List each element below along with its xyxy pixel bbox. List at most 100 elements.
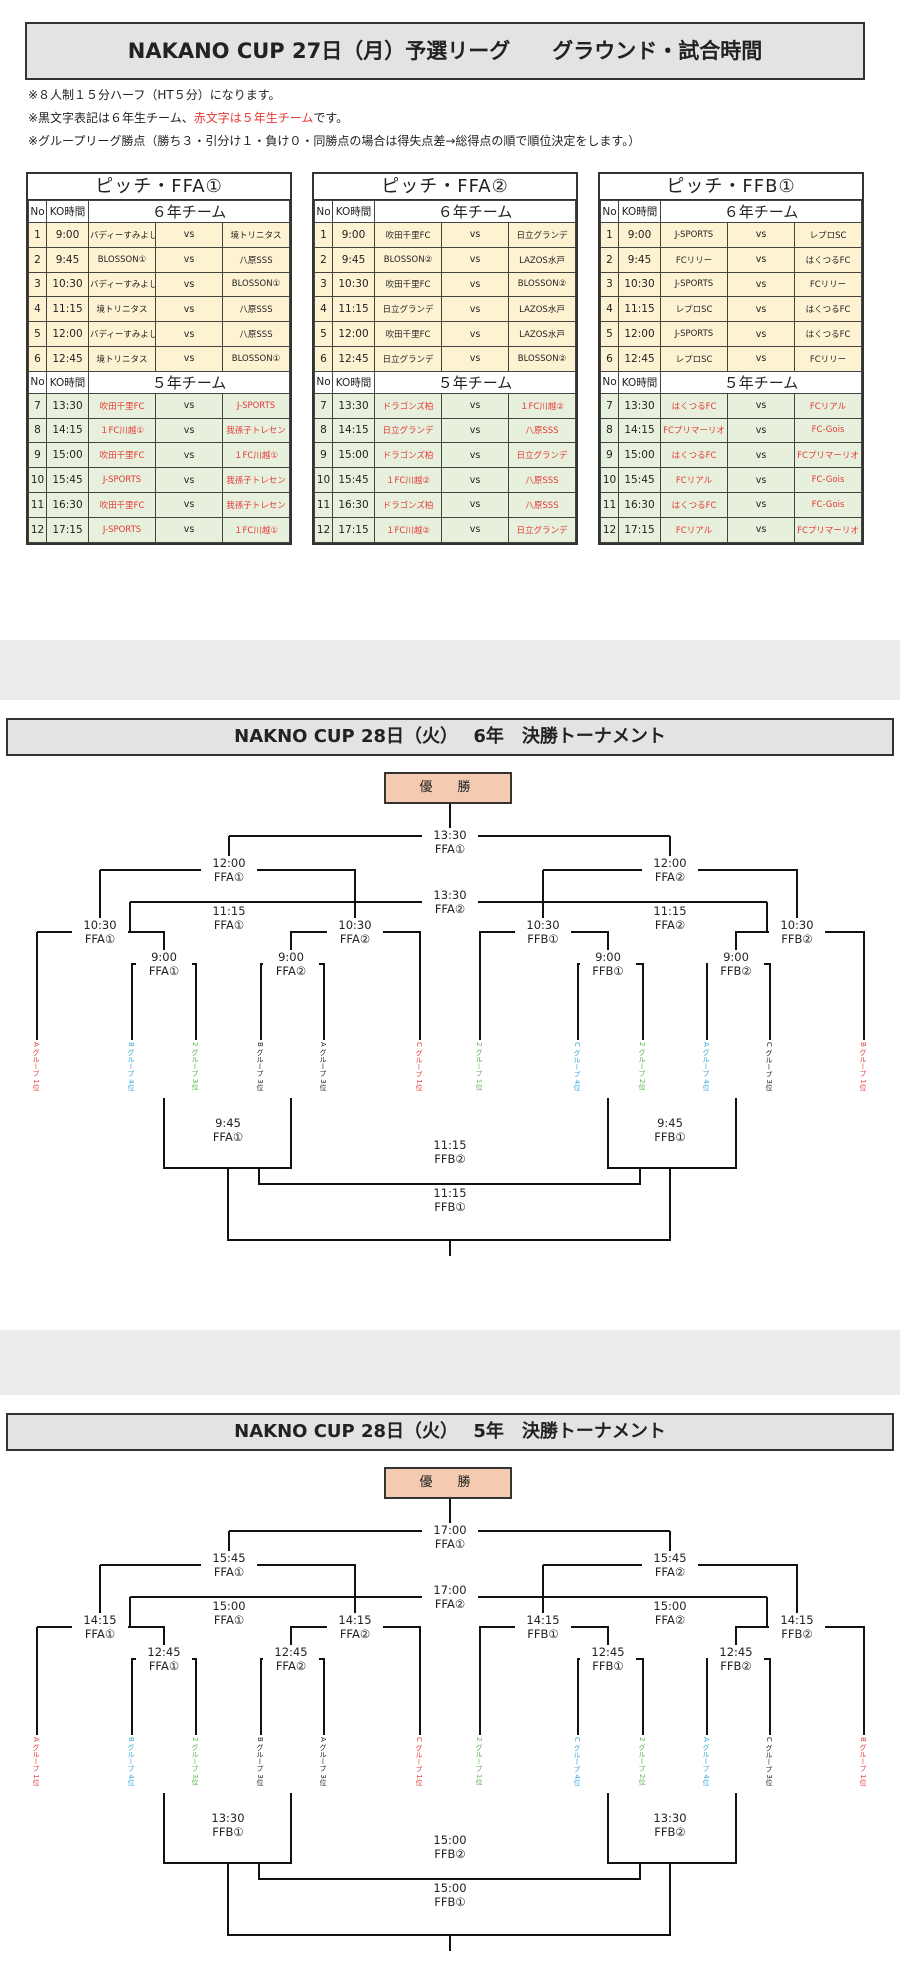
match-time: 12:00 [653, 856, 687, 870]
bracket-line [479, 931, 609, 1040]
match-no: 8 [314, 417, 333, 444]
seed-slot: 2 グループ 2位 [638, 1042, 646, 1091]
team-away: 八原SSS [222, 246, 290, 273]
team-away: BLOSSON② [508, 271, 576, 298]
team-home: 日立グランデ [374, 345, 442, 372]
vs-label: vs [727, 222, 795, 248]
seed-slot: C グループ 1位 [415, 1042, 423, 1091]
notes: ※８人制１５分ハーフ（HT５分）になります。 ※黒文字表記は６年生チーム、赤文字… [28, 84, 640, 153]
tournament-title: NAKNO CUP 28日（火） 5年 決勝トーナメント [6, 1413, 894, 1451]
tournament-title: NAKNO CUP 28日（火） 6年 決勝トーナメント [6, 718, 894, 756]
page-title: NAKANO CUP 27日（月）予選リーグ グラウンド・試合時間 [25, 22, 865, 80]
match-pitch: FFA① [84, 1627, 116, 1641]
match-pitch: FFA① [212, 1130, 244, 1144]
team-away: FC-Gois [794, 417, 862, 444]
match-no: 1 [28, 222, 47, 248]
vs-label: vs [441, 491, 509, 518]
team-away: 日立グランデ [508, 516, 576, 543]
vs-label: vs [727, 516, 795, 543]
team-away: FCリアル [794, 392, 862, 419]
bracket-line [258, 1863, 641, 1880]
team-home: 吹田千里FC [374, 271, 442, 298]
match-time: 11:15 [653, 904, 687, 918]
team-away: 我孫子トレセン [222, 467, 290, 493]
match-pitch: FFB① [212, 1825, 244, 1839]
kickoff-time: 9:45 [332, 246, 375, 273]
vs-label: vs [441, 442, 509, 469]
seed-slot: B グループ 4位 [127, 1737, 135, 1786]
col-team: ６年チーム [88, 200, 290, 223]
team-home: 吹田千里FC [88, 392, 156, 419]
match-no: 6 [600, 345, 619, 372]
col-team: ５年チーム [660, 370, 862, 394]
team-away: はくつるFC [794, 246, 862, 273]
team-home: 境トリニタス [88, 345, 156, 372]
match-pitch: FFA① [213, 918, 245, 932]
match-no: 6 [28, 345, 47, 372]
match-no: 6 [314, 345, 333, 372]
match-time: 15:45 [653, 1551, 687, 1565]
match-no: 11 [28, 491, 47, 518]
vs-label: vs [155, 321, 223, 347]
team-home: バディーすみよし [88, 222, 156, 248]
match-no: 4 [314, 296, 333, 323]
match-time: 14:15 [338, 1613, 372, 1627]
seed-slot: 2 グループ 3位 [191, 1042, 199, 1091]
team-home: レプロSC [660, 296, 728, 323]
team-home: レプロSC [660, 345, 728, 372]
team-home: FCリアル [660, 516, 728, 543]
match-time: 10:30 [83, 918, 117, 932]
match-no: 9 [600, 442, 619, 469]
match-no: 12 [314, 516, 333, 543]
team-home: はくつるFC [660, 491, 728, 518]
kickoff-time: 15:00 [46, 442, 89, 469]
match-no: 12 [600, 516, 619, 543]
col-no: No [314, 370, 333, 394]
match-no: 9 [28, 442, 47, 469]
match-pitch: FFB② [434, 1152, 466, 1166]
match-pitch: FFB① [527, 932, 559, 946]
team-away: FCプリマーリオ [794, 516, 862, 543]
kickoff-time: 12:45 [618, 345, 661, 372]
match-pitch: FFA② [434, 902, 466, 916]
match-no: 11 [314, 491, 333, 518]
col-ko: KO時間 [332, 370, 375, 394]
team-home: FCリアル [660, 467, 728, 493]
match-pitch: FFB① [654, 1130, 686, 1144]
kickoff-time: 16:30 [618, 491, 661, 518]
vs-label: vs [727, 246, 795, 273]
match-no: 9 [314, 442, 333, 469]
kickoff-time: 17:15 [618, 516, 661, 543]
champion-box: 優 勝 [384, 772, 512, 804]
page-divider [0, 1330, 900, 1395]
team-away: 我孫子トレセン [222, 417, 290, 444]
match-time: 10:30 [780, 918, 814, 932]
bracket-lines [36, 1499, 865, 1951]
match-pitch: FFB② [781, 1627, 813, 1641]
col-ko: KO時間 [618, 200, 661, 223]
col-ko: KO時間 [618, 370, 661, 394]
bracket-line [129, 902, 768, 932]
team-home: １FC川越① [88, 417, 156, 444]
